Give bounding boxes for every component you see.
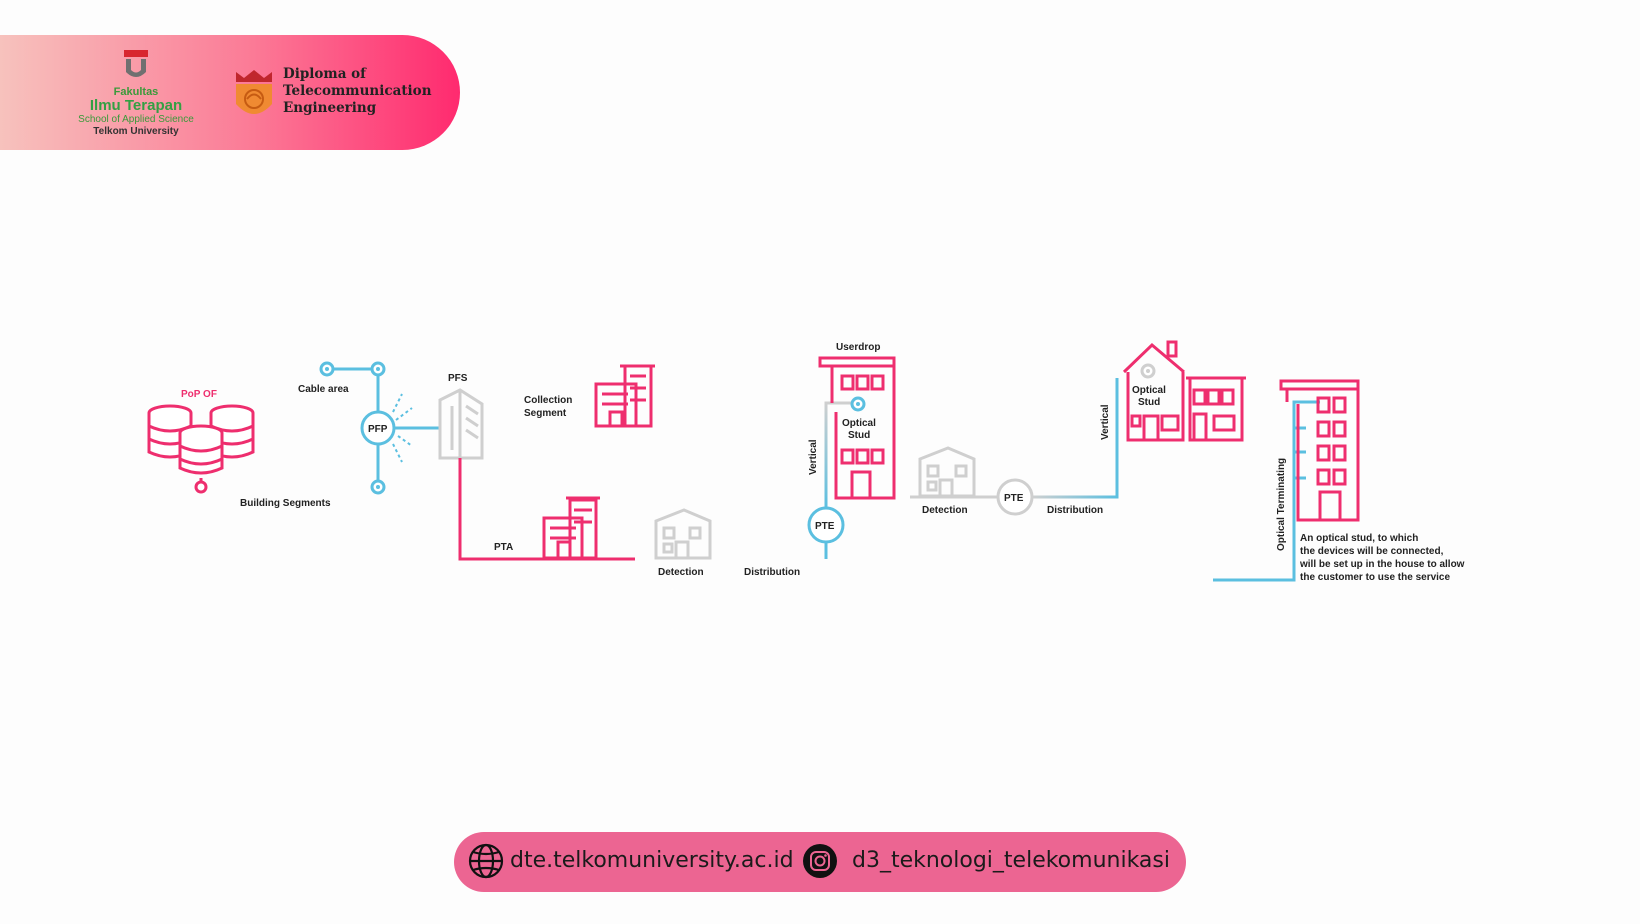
- program-emblem-icon: [236, 70, 272, 114]
- vertical-label-2: Vertical: [1100, 404, 1111, 440]
- collection-building-icon: [594, 364, 655, 428]
- note-line-1: An optical stud, to which: [1300, 533, 1418, 544]
- note-line-2: the devices will be connected,: [1300, 546, 1444, 557]
- optical-stud-label-1a: Optical: [842, 418, 876, 429]
- collection-segment-label-2: Segment: [524, 408, 567, 419]
- pta-label: PTA: [494, 542, 513, 553]
- distribution-label-2: Distribution: [1047, 505, 1103, 516]
- faculty-logo-line3: School of Applied Science: [78, 114, 194, 125]
- building-segments-label: Building Segments: [240, 498, 331, 509]
- detection-label-1: Detection: [658, 567, 704, 578]
- pta-building-icon: [542, 496, 600, 560]
- detection-house-icon-2: [918, 446, 976, 498]
- pfp-label: PFP: [368, 424, 388, 435]
- residential-house-icon: [1122, 340, 1246, 442]
- faculty-logo-line2: Ilmu Terapan: [89, 97, 183, 114]
- faculty-logo-line4: Telkom University: [93, 126, 179, 137]
- userdrop-label: Userdrop: [836, 342, 880, 353]
- optical-stud-label-2a: Optical: [1132, 385, 1166, 396]
- optical-stud-label-2b: Stud: [1138, 397, 1160, 408]
- note-line-4: the customer to use the service: [1300, 572, 1450, 583]
- faculty-emblem-icon: [124, 50, 148, 77]
- faculty-logo-line1: Fakultas: [113, 86, 159, 98]
- program-title: Diploma of Telecommunication Engineering: [283, 66, 432, 116]
- pfs-label: PFS: [448, 373, 468, 384]
- cable-area-label: Cable area: [298, 384, 349, 395]
- collection-segment-label-1: Collection: [524, 395, 572, 406]
- website-link[interactable]: dte.telkomuniversity.ac.id: [510, 848, 794, 873]
- pfp-signal-rays-icon: [392, 393, 413, 463]
- note-line-3: will be set up in the house to allow: [1299, 559, 1465, 570]
- detection-label-2: Detection: [922, 505, 968, 516]
- distribution-line-2: [1032, 378, 1119, 499]
- userdrop-building-icon: [818, 356, 896, 500]
- pop-of-database-icon: [147, 404, 255, 475]
- optical-terminating-label: Optical Terminating: [1276, 458, 1287, 551]
- vertical-label-1: Vertical: [808, 439, 819, 475]
- detection-house-icon-1: [654, 508, 712, 560]
- optical-terminating-line: [1213, 400, 1320, 582]
- pfs-tower-icon: [438, 388, 484, 460]
- globe-icon: [468, 843, 504, 879]
- header-banner: [0, 35, 460, 150]
- optical-terminating-building-icon: [1279, 379, 1360, 522]
- instagram-link[interactable]: d3_teknologi_telekomunikasi: [852, 848, 1170, 873]
- pop-of-label: PoP OF: [181, 389, 217, 400]
- vertical-line-1: [824, 401, 851, 508]
- pte-label-2: PTE: [1004, 493, 1024, 504]
- optical-stud-label-1b: Stud: [848, 430, 870, 441]
- pta-line: [458, 458, 635, 561]
- distribution-label-1: Distribution: [744, 567, 800, 578]
- pte-label-1: PTE: [815, 521, 835, 532]
- instagram-icon[interactable]: [802, 843, 838, 879]
